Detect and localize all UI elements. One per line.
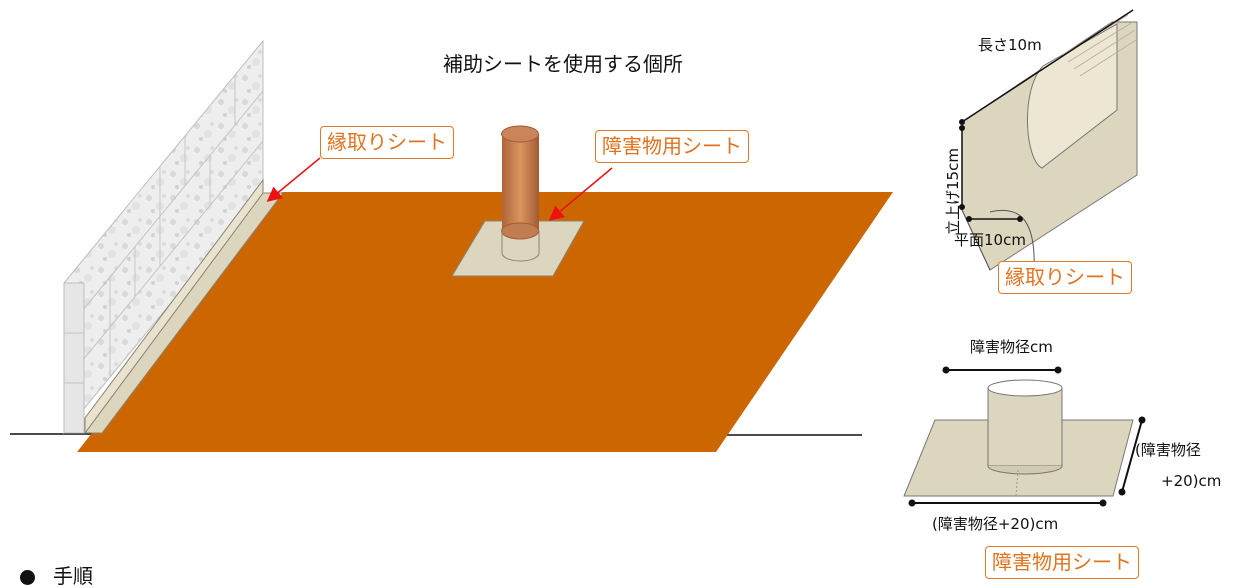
edge-sheet-detail <box>959 9 1138 271</box>
procedure-heading: 手順 <box>20 566 93 586</box>
edge-sheet-arrow <box>266 157 321 202</box>
edge-rise-label: 立上げ15cm <box>944 148 962 235</box>
obstacle-sheet-detail <box>903 366 1146 507</box>
edge-sheet-rise <box>84 178 264 435</box>
edge-sheet-callout: 縁取りシート <box>320 126 454 159</box>
obstacle-diameter-label: 障害物径cm <box>970 338 1053 356</box>
obstacle-sheet-callout: 障害物用シート <box>595 130 749 163</box>
edge-sheet-caption: 縁取りシート <box>998 261 1132 294</box>
procedure-heading-text: 手順 <box>53 564 93 588</box>
edge-flat-label: 平面10cm <box>954 231 1026 249</box>
bullet-icon <box>20 570 35 585</box>
diagram-title: 補助シートを使用する個所 <box>443 52 683 76</box>
obstacle-side-label-2: +20)cm <box>1161 472 1222 490</box>
obstacle-sheet-base <box>451 220 585 277</box>
obstacle-sheet-arrow <box>548 167 613 221</box>
obstacle-bottom-label: (障害物径+20)cm <box>932 515 1059 533</box>
obstacle-sheet-caption: 障害物用シート <box>985 546 1139 579</box>
ground-surface <box>77 192 893 452</box>
obstacle-side-label-1: (障害物径 <box>1135 441 1201 459</box>
pole <box>501 125 540 262</box>
edge-length-label: 長さ10m <box>978 36 1042 54</box>
